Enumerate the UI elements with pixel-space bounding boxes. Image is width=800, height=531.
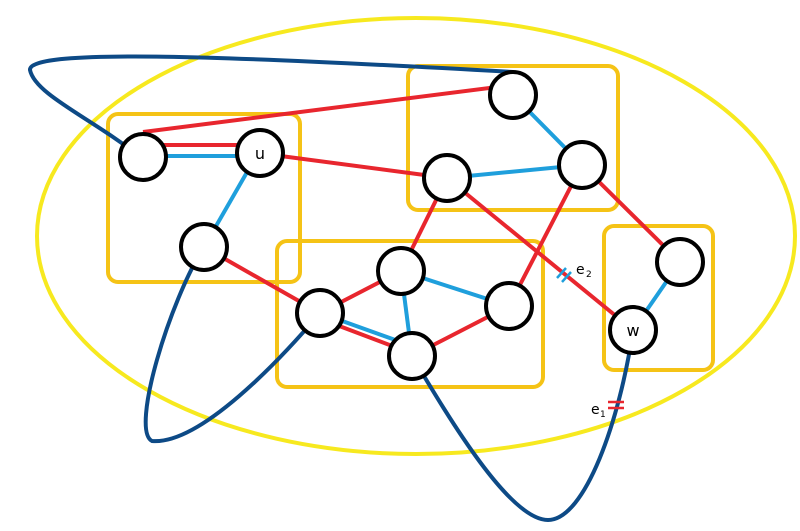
cluster-box-w — [602, 224, 715, 372]
edge-e1-label: e — [591, 402, 600, 418]
cut-marker-e1 — [608, 400, 624, 410]
node-w-label: w — [626, 321, 639, 340]
red-edge-g-w — [445, 176, 635, 332]
dark-curve-left-loop — [143, 245, 322, 444]
node-e — [387, 331, 437, 381]
node-u — [235, 128, 285, 178]
node-f — [484, 281, 534, 331]
node-b — [179, 222, 229, 272]
red-edge-u-g — [257, 151, 448, 180]
dark-curve-bottom-loop — [410, 329, 635, 523]
node-c — [295, 288, 345, 338]
red-edge-f-h — [507, 164, 584, 307]
red-edge-a-top — [142, 83, 514, 134]
cluster-box-center — [275, 239, 545, 389]
node-u-label: u — [255, 144, 265, 163]
cut-marker-e2 — [556, 267, 572, 283]
node-w — [608, 305, 658, 355]
node-d — [376, 246, 426, 296]
node-top — [488, 70, 538, 120]
cluster-box-top-right — [406, 64, 620, 212]
dark-curve-top-loop — [28, 54, 514, 159]
node-a — [118, 132, 168, 182]
edge-e2-label: e — [576, 262, 585, 278]
node-g — [422, 153, 472, 203]
outer-ellipse — [35, 16, 797, 456]
cluster-box-left — [106, 112, 302, 284]
node-h — [557, 140, 607, 190]
edge-e2-subscript: 2 — [586, 270, 592, 280]
node-i — [655, 237, 705, 287]
edge-e1-subscript: 1 — [600, 410, 606, 420]
